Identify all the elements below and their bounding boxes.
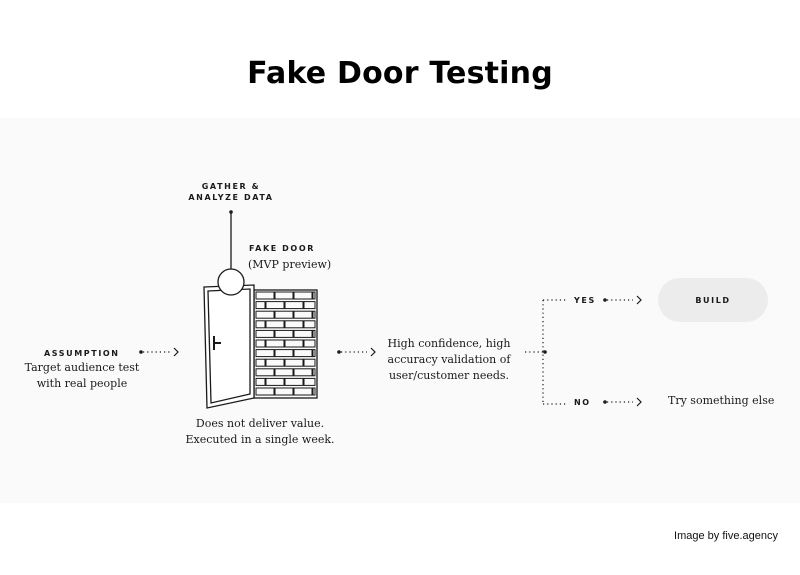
gather-dot: [229, 210, 233, 214]
brick: [274, 329, 294, 338]
validation-text: High confidence, high accuracy validatio…: [387, 337, 511, 382]
open-door: [203, 284, 255, 409]
brick: [284, 339, 304, 348]
fake-door-label: FAKE DOOR: [249, 244, 315, 253]
brick: [284, 320, 304, 329]
page-title: Fake Door Testing: [247, 56, 553, 91]
fake-door-circle: [217, 268, 245, 296]
yes-label: YES: [574, 296, 596, 305]
build-label: BUILD: [695, 296, 731, 305]
brick: [265, 320, 285, 329]
try-something-else: Try something else: [668, 394, 775, 407]
brick: [293, 291, 313, 300]
brick: [293, 387, 313, 396]
door-caption: Does not deliver value. Executed in a si…: [185, 417, 335, 446]
brick: [284, 377, 304, 386]
brick: [274, 368, 294, 377]
brick: [312, 349, 316, 358]
brick: [303, 358, 316, 367]
image-credit: Image by five.agency: [674, 530, 778, 542]
arrow-door: [341, 347, 376, 357]
arrow-assumption: [143, 347, 179, 357]
brick: [303, 339, 316, 348]
no-label: NO: [574, 398, 591, 407]
brick: [303, 377, 316, 386]
brick: [312, 291, 316, 300]
brick: [274, 387, 294, 396]
brick: [265, 301, 285, 310]
brick: [255, 339, 266, 348]
brick: [255, 301, 266, 310]
brick: [293, 368, 313, 377]
brick: [265, 377, 285, 386]
brick: [303, 301, 316, 310]
brick: [312, 387, 316, 396]
arrow-no: [607, 397, 642, 407]
assumption-label: ASSUMPTION: [44, 349, 120, 358]
brick: [284, 301, 304, 310]
brick: [265, 358, 285, 367]
brick: [284, 358, 304, 367]
arrow-yes: [607, 295, 642, 305]
build-pill: [658, 278, 768, 322]
brick: [255, 368, 275, 377]
fake-door-sub: (MVP preview): [248, 258, 332, 271]
brick: [312, 368, 316, 377]
brick: [255, 310, 275, 319]
brick: [312, 329, 316, 338]
brick: [274, 291, 294, 300]
brick: [255, 291, 275, 300]
brick: [293, 349, 313, 358]
branch-connector: [525, 299, 566, 405]
brick: [303, 320, 316, 329]
brick: [255, 320, 266, 329]
gather-label: GATHER & ANALYZE DATA: [188, 182, 274, 202]
brick: [265, 339, 285, 348]
brick: [274, 349, 294, 358]
brick: [255, 387, 275, 396]
brick: [255, 329, 275, 338]
brick: [274, 310, 294, 319]
brick: [255, 358, 266, 367]
brick: [293, 329, 313, 338]
assumption-text: Target audience test with real people: [24, 361, 140, 390]
brick: [293, 310, 313, 319]
brick: [255, 349, 275, 358]
brick: [255, 377, 266, 386]
brick: [312, 310, 316, 319]
